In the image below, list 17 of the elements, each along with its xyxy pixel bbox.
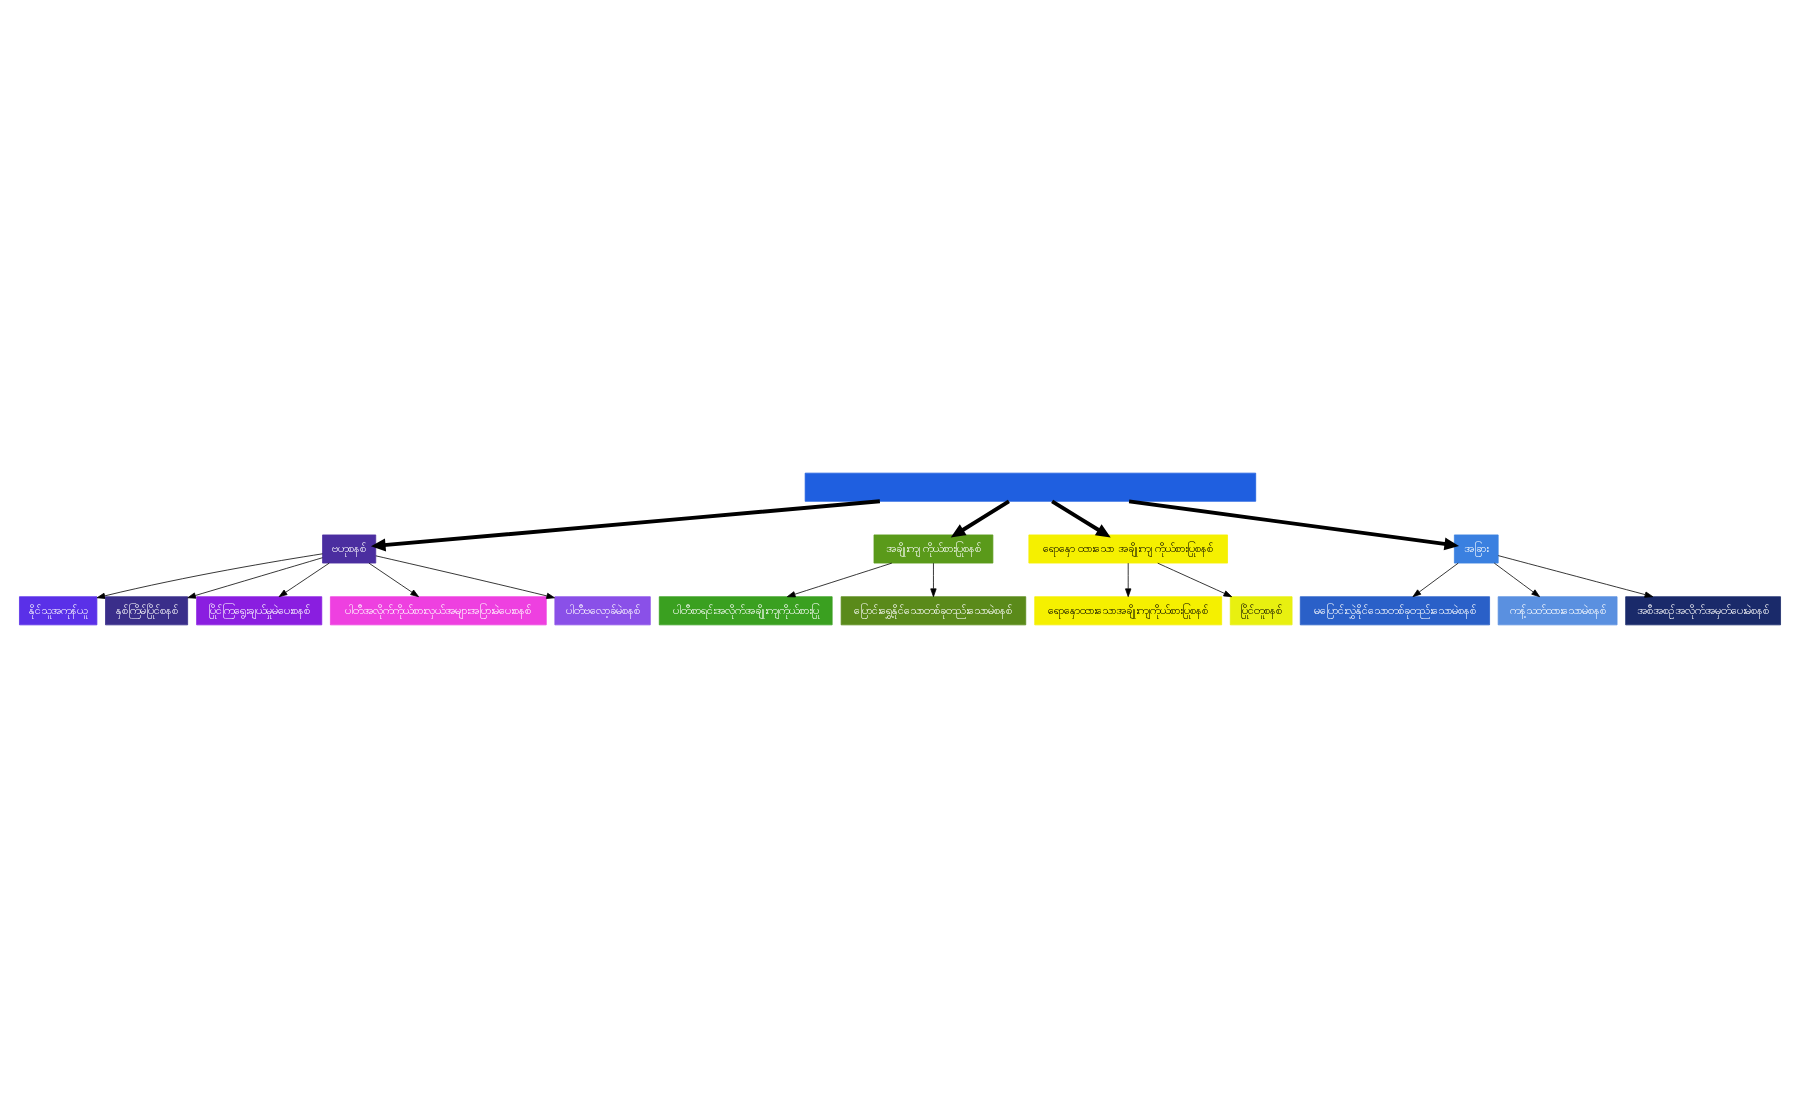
arrow xyxy=(930,561,937,597)
arrow xyxy=(1497,554,1654,597)
arrow xyxy=(370,498,881,551)
arrow xyxy=(1051,498,1111,537)
arrow xyxy=(950,498,1010,537)
arrow xyxy=(1157,561,1233,597)
arrow xyxy=(368,561,419,597)
arrow xyxy=(1128,498,1460,550)
arrow xyxy=(278,561,330,597)
arrow xyxy=(786,561,893,597)
arrow xyxy=(1493,561,1540,597)
arrow xyxy=(96,552,323,598)
arrow xyxy=(187,556,323,598)
arrow xyxy=(375,554,555,598)
arrow xyxy=(1412,561,1459,597)
node-box xyxy=(804,471,1257,501)
arrow xyxy=(1125,561,1132,597)
